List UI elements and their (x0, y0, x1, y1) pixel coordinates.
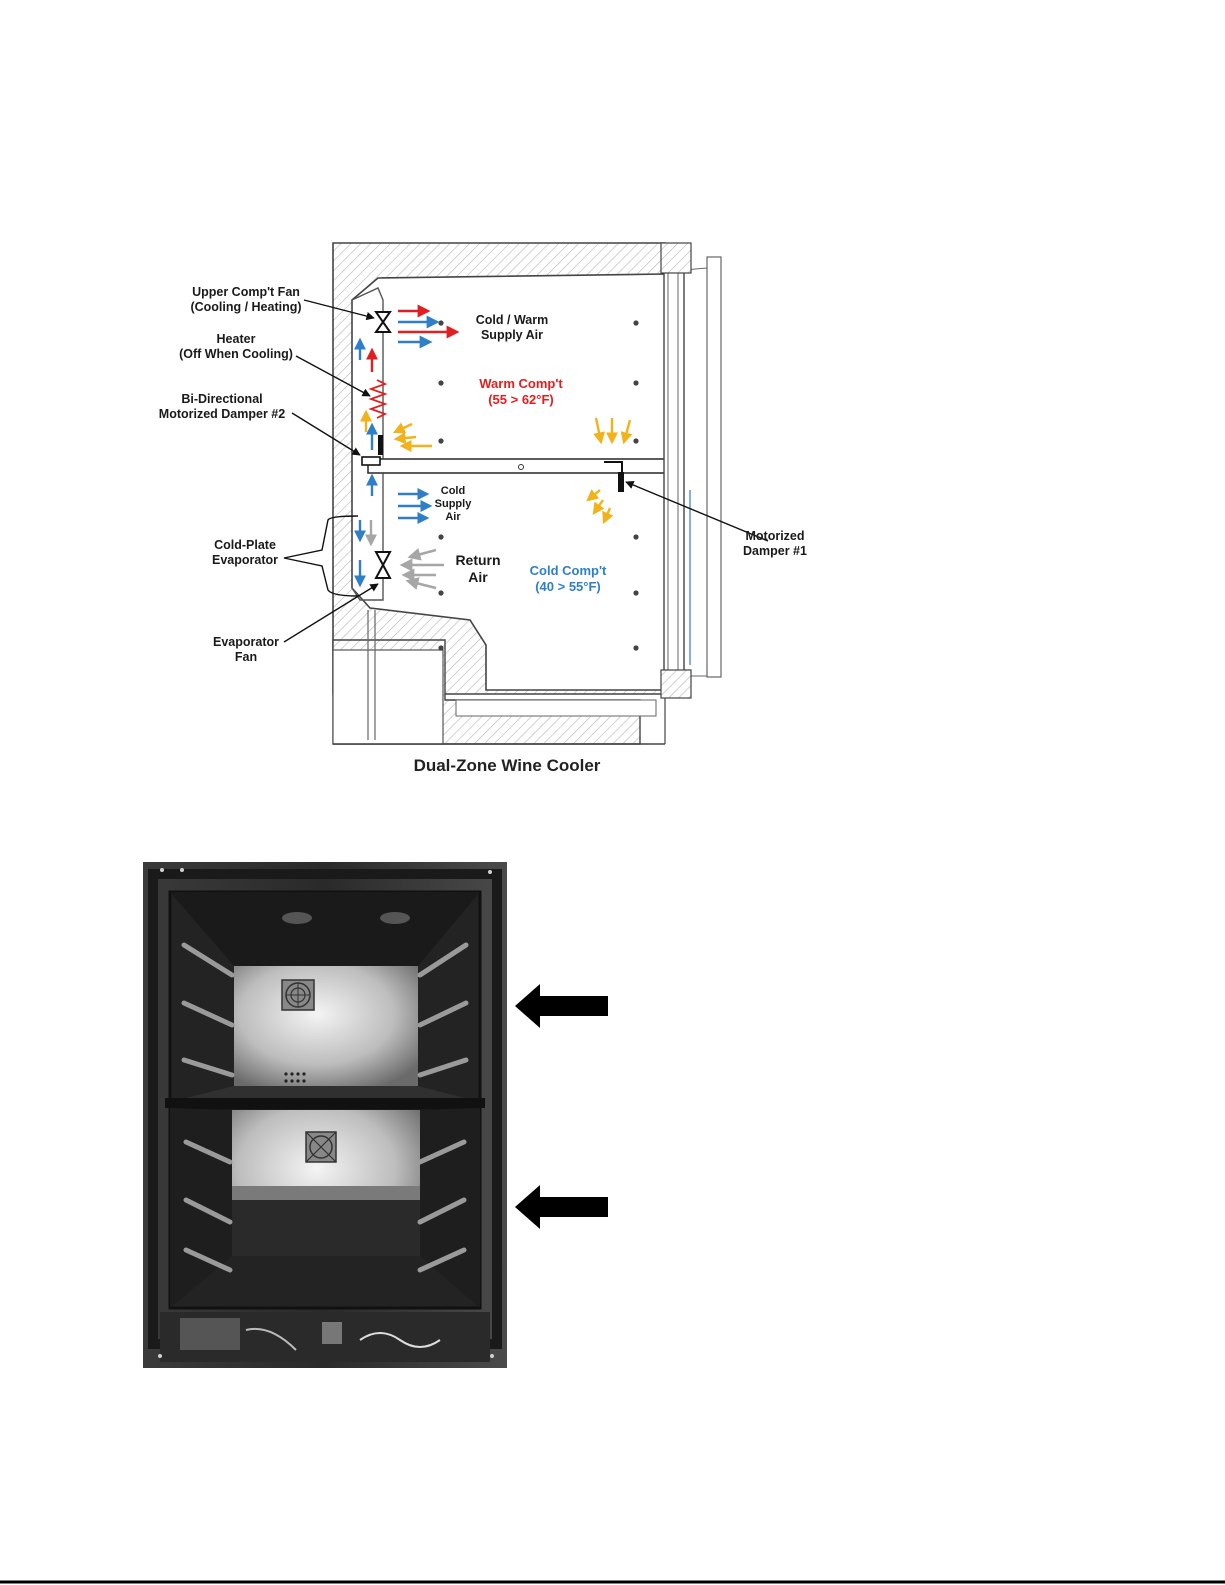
cold-supply-label-2: Supply (435, 498, 473, 510)
damper-2-icon (378, 435, 383, 455)
cold-supply-label-3: Air (445, 511, 461, 523)
warm-comp-label-2: (55 > 62°F) (488, 392, 554, 407)
upper-fan-label-2: (Cooling / Heating) (190, 300, 301, 314)
cold-plate-label-1: Cold-Plate (214, 538, 276, 552)
cold-plate-label-2: Evaporator (212, 553, 278, 567)
supply-air-upper-label-1: Cold / Warm (476, 313, 548, 327)
left-arrow-icon (515, 984, 608, 1028)
return-air-label-2: Air (468, 569, 488, 585)
damper2-label-1: Bi-Directional (181, 392, 262, 406)
heater-label-2: (Off When Cooling) (179, 347, 293, 361)
door (661, 243, 721, 698)
supply-air-upper-label-2: Supply Air (481, 328, 543, 342)
lower-fan-icon-photo (306, 1132, 336, 1162)
left-arrow-icon (515, 1185, 608, 1229)
cold-supply-label-1: Cold (441, 485, 465, 497)
evap-fan-label-1: Evaporator (213, 635, 279, 649)
wine-cooler-diagram: Upper Comp't Fan (Cooling / Heating) Hea… (159, 243, 807, 775)
cold-comp-label-2: (40 > 55°F) (535, 579, 601, 594)
damper1-label-2: Damper #1 (743, 544, 807, 558)
diagram-caption: Dual-Zone Wine Cooler (414, 756, 601, 775)
damper1-label-1: Motorized (745, 529, 804, 543)
compressor-bay (333, 650, 443, 744)
damper2-label-2: Motorized Damper #2 (159, 407, 285, 421)
heater-label-1: Heater (217, 332, 256, 346)
cold-comp-label-1: Cold Comp't (530, 563, 607, 578)
return-air-label-1: Return (455, 552, 500, 568)
upper-fan-icon-photo (282, 980, 314, 1010)
evap-fan-label-2: Fan (235, 650, 257, 664)
upper-fan-label-1: Upper Comp't Fan (192, 285, 300, 299)
cabinet-photo (143, 862, 507, 1368)
warm-comp-label-1: Warm Comp't (479, 376, 563, 391)
